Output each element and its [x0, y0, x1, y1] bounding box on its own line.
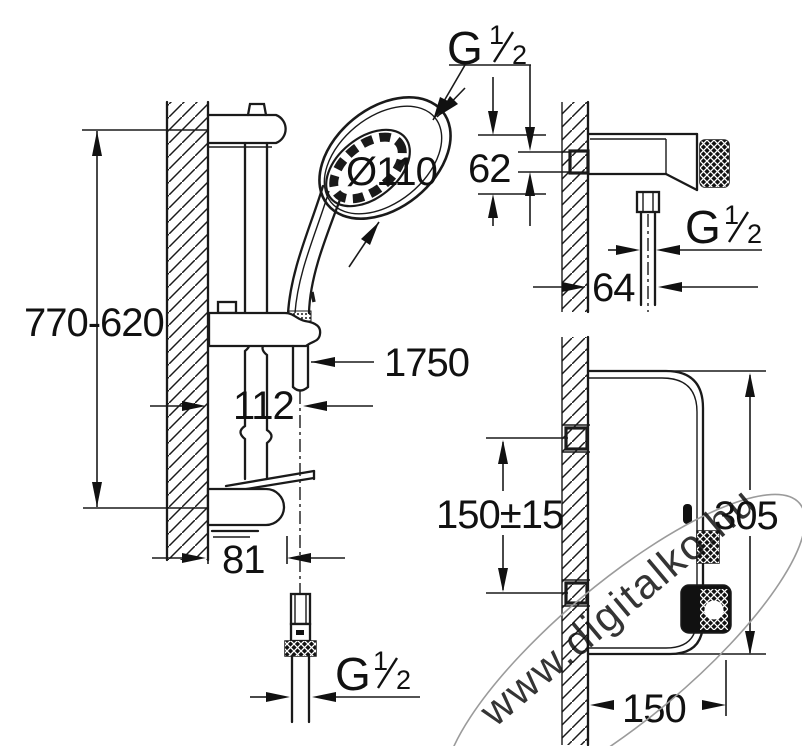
thread-top-denominator: 2 — [512, 40, 527, 70]
dim-foot-offset: 81 — [152, 534, 345, 582]
thread-top-numerator: 1 — [489, 20, 504, 50]
dim-outlet-offset: 64 — [533, 266, 758, 310]
rail-foot-bracket — [206, 469, 316, 538]
dim-head-diameter-label: Ø110 — [346, 150, 437, 194]
hand-shower-handle — [286, 184, 343, 322]
rail-top-bracket — [206, 102, 287, 148]
dim-holder-offset-label: 112 — [233, 384, 294, 428]
knob-lower-button — [704, 600, 724, 620]
bottom-right-view-front: 150±15 305 150 — [436, 335, 779, 746]
watermark-oval — [444, 493, 802, 746]
top-right-view-side: 62 64 G 1 2 — [468, 65, 762, 314]
thread-bottom-prefix: G — [335, 648, 371, 700]
dim-body-height: 305 — [714, 373, 779, 655]
thread-bottom-numerator: 1 — [373, 646, 388, 676]
dim-body-width-label: 150 — [622, 687, 686, 731]
dim-overall-height-label: 770-620 — [24, 301, 164, 345]
dim-foot-offset-label: 81 — [222, 538, 265, 582]
rail-slider-holder — [207, 300, 322, 348]
thread-right-numerator: 1 — [724, 200, 739, 230]
dim-inlet-spacing: 150±15 — [436, 437, 568, 594]
left-view-shower-rail: 770-620 Ø110 G 1 2 1750 — [24, 20, 531, 724]
thread-label-bottom: G 1 2 — [250, 646, 420, 702]
valve-body — [518, 132, 730, 312]
thread-label-top: G 1 2 — [432, 20, 531, 121]
thread-label-right: G 1 2 — [608, 200, 762, 255]
dim-head-diameter: Ø110 — [346, 87, 466, 268]
thread-right-denominator: 2 — [747, 219, 762, 249]
dim-valve-height: 62 — [468, 65, 546, 226]
dim-hose-length: 1750 — [311, 341, 470, 385]
wall-bottom-right — [561, 335, 590, 746]
control-tab — [683, 504, 692, 524]
hose-connector — [284, 592, 317, 724]
shower-hose — [291, 344, 310, 594]
thread-right-prefix: G — [685, 201, 721, 253]
dim-hose-length-label: 1750 — [384, 341, 469, 385]
dim-body-height-label: 305 — [714, 494, 778, 538]
wall-left — [165, 100, 210, 562]
dim-body-width: 150 — [590, 660, 727, 731]
thermostat-body — [562, 369, 766, 656]
spray-face-pattern — [329, 132, 407, 204]
valve-outlet-stub — [635, 190, 661, 214]
dim-valve-height-label: 62 — [468, 147, 511, 191]
dim-overall-height: 770-620 — [24, 129, 208, 509]
wall-inlet-stub — [568, 149, 590, 175]
thread-bottom-denominator: 2 — [396, 665, 411, 695]
dim-holder-offset: 112 — [150, 384, 373, 428]
dim-inlet-spacing-label: 150±15 — [436, 493, 563, 537]
wall-top-right — [561, 100, 590, 314]
dim-outlet-offset-label: 64 — [592, 266, 635, 310]
